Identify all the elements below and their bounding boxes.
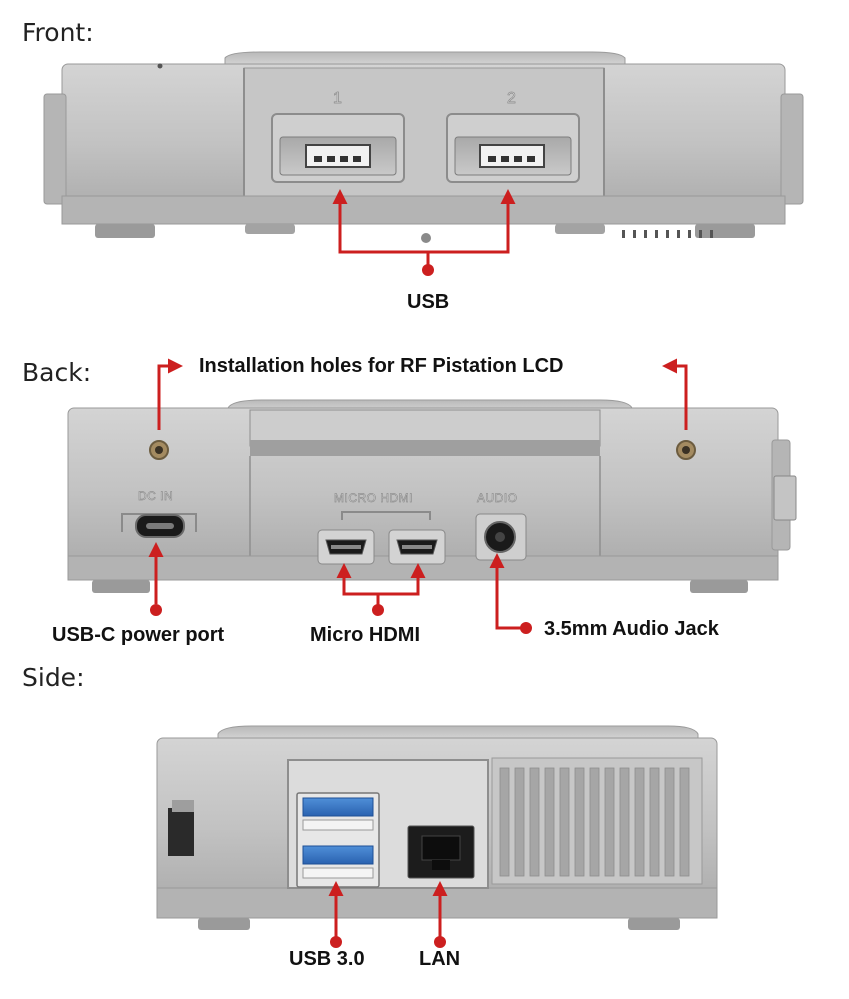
dc-in-engraving: DC IN <box>138 489 173 503</box>
audio-jack-label: 3.5mm Audio Jack <box>544 618 719 641</box>
side-console-view <box>157 726 717 930</box>
micro-hdmi-engraving: MICRO HDMI <box>334 491 413 505</box>
front-console-view: 1 2 <box>44 52 803 243</box>
usb-3-label: USB 3.0 <box>289 948 365 971</box>
audio-engraving: AUDIO <box>477 491 518 505</box>
front-port-1-engraving: 1 <box>333 90 342 107</box>
usb-label: USB <box>407 291 449 314</box>
micro-hdmi-label: Micro HDMI <box>310 624 420 647</box>
installation-holes-label: Installation holes for RF Pistation LCD <box>199 355 563 378</box>
front-port-2-engraving: 2 <box>507 90 516 107</box>
lan-label: LAN <box>419 948 460 971</box>
usb-c-power-port-label: USB-C power port <box>52 624 224 647</box>
